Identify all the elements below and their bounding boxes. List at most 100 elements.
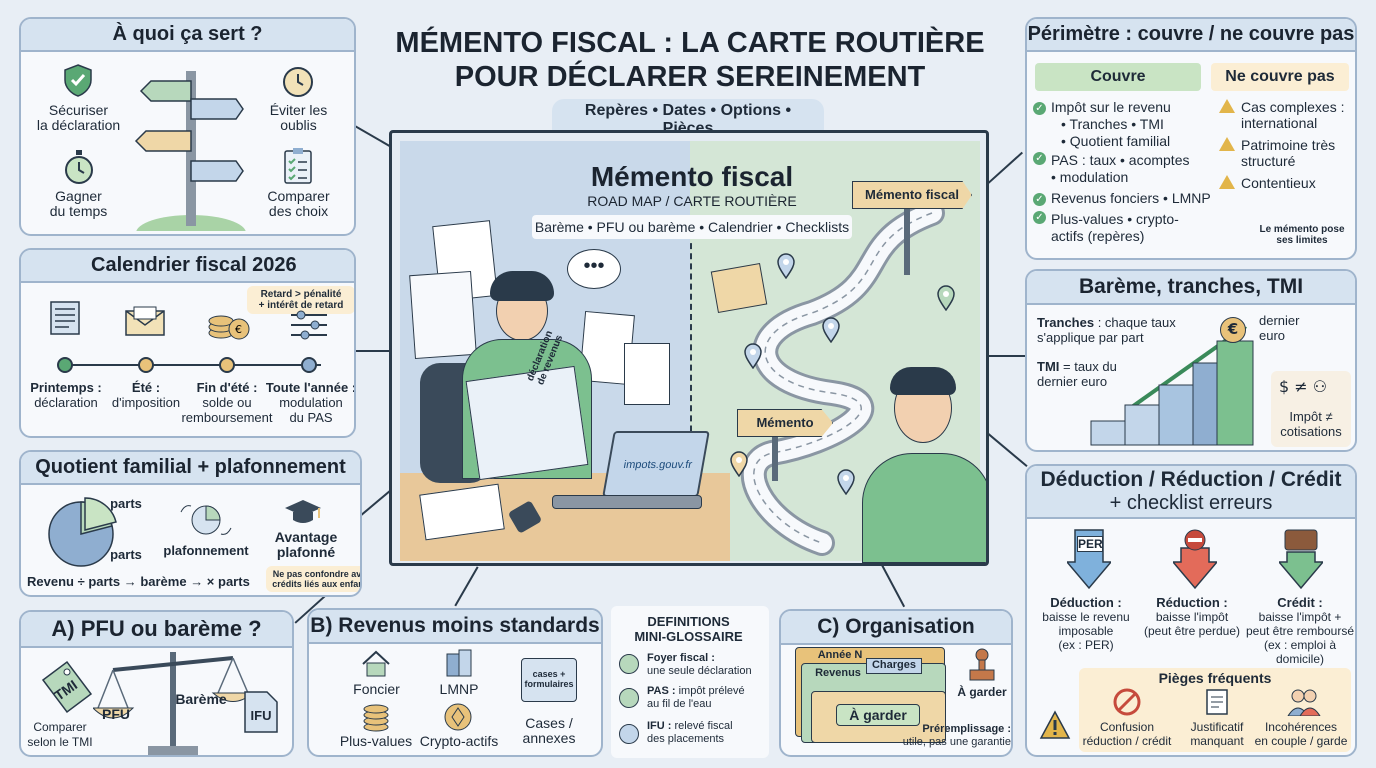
prefill-note: Préremplissage :utile, pas une garantie	[893, 723, 1011, 749]
cover-text: PAS : taux • acomptes • modulation	[1051, 152, 1190, 185]
calendar-step-2: Été :d'imposition	[106, 380, 186, 410]
glossary-icon-2	[619, 688, 639, 708]
revenus-item-foncier: Foncier	[353, 681, 400, 697]
warning-icon	[1219, 175, 1235, 189]
stamp-icon	[969, 648, 995, 681]
laptop-screen: impots.gouv.fr	[602, 431, 710, 497]
bareme-label: Barème	[175, 691, 227, 707]
check-icon: ✓	[1033, 101, 1046, 115]
avantage-label: Avantage plafonné	[274, 529, 338, 560]
glossary-item-3: IFU : relevé fiscal des placements	[647, 720, 769, 746]
booklet: déclaration de revenus	[465, 329, 589, 481]
organisation-panel: C) Organisation Année N Revenus Charges …	[779, 609, 1013, 757]
quotient-note: Ne pas confondre avec crédits liés aux e…	[266, 566, 360, 592]
def: relevé fiscal des placements	[647, 720, 733, 745]
term: PAS :	[647, 685, 676, 697]
compare-label: Comparer selon le TMI	[27, 720, 93, 749]
col-desc: baisse le revenu imposable (ex : PER)	[1042, 610, 1130, 652]
col-title: Déduction :	[1050, 595, 1122, 610]
revenus-panel: B) Revenus moins standards Foncier LMNP …	[307, 608, 603, 757]
glossary-item-1: Foyer fiscal :une seule déclaration	[647, 652, 769, 678]
revenus-item-crypto: Crypto-actifs	[419, 733, 499, 749]
quotient-header: Quotient familial + plafonnement	[21, 452, 360, 485]
purpose-item-1: Sécuriser la déclaration	[36, 102, 121, 133]
map-pin-icon	[822, 317, 840, 343]
calendar-step-1: Printemps :déclaration	[21, 380, 111, 410]
timeline-dot-4	[301, 357, 317, 373]
cover-item: • Tranches • TMI	[1033, 116, 1213, 133]
cover-text: Plus-values • crypto- actifs (repères)	[1051, 211, 1179, 244]
term: Foyer fiscal :	[647, 652, 715, 664]
step-title: Été :	[131, 380, 161, 395]
signpost-icon	[134, 71, 246, 231]
error-item-1: Confusion réduction / crédit	[1082, 720, 1172, 748]
per-label: PER	[1077, 536, 1103, 552]
tmi-desc: = taux du dernier euro	[1037, 359, 1117, 389]
forms-icon: cases + formulaires	[521, 658, 577, 702]
laptop-base	[552, 495, 702, 509]
purpose-item-2: Éviter les oublis	[269, 102, 328, 133]
cycle-pie-icon	[180, 505, 232, 535]
stamp-label: À garder	[957, 685, 1007, 699]
glossary-item-2: PAS : impôt prélevé au fil de l'eau	[647, 685, 769, 711]
sign-post-2	[772, 437, 778, 481]
road-icon	[740, 203, 945, 556]
tmi-bold: TMI	[1037, 359, 1060, 374]
person-hair	[490, 271, 554, 301]
revenus-item-cases: Cases / annexes	[522, 715, 576, 746]
pfu-panel: A) PFU ou barème ? TMI Comparer selon le…	[19, 610, 294, 757]
map-pin-icon	[730, 451, 748, 477]
step-title: Printemps :	[30, 380, 102, 395]
tranches-desc: : chaque taux s'applique par part	[1037, 315, 1176, 345]
pieges-title: Pièges fréquents	[1158, 670, 1272, 686]
title-line-1: MÉMENTO FISCAL : LA CARTE ROUTIÈRE	[395, 27, 985, 59]
coins-icon	[363, 704, 389, 732]
pfu-header: A) PFU ou barème ?	[21, 612, 292, 648]
not-covers-list: Cas complexes : international Patrimoine…	[1219, 99, 1355, 191]
subtitle-pill: Repères • Dates • Options • Pièces	[552, 99, 824, 141]
parts-label-1: parts	[110, 496, 142, 511]
coins-euro-icon: €	[208, 315, 250, 340]
check-icon: ✓	[1033, 152, 1046, 165]
deduction-header: Déduction / Réduction / Crédit + checkli…	[1027, 466, 1355, 519]
bareme-panel: Barème, tranches, TMI Tranches : chaque …	[1025, 269, 1357, 452]
not-cover-text: Patrimoine très structuré	[1241, 137, 1336, 169]
person-right-body	[862, 453, 986, 563]
connector	[984, 151, 1023, 187]
cover-item: ✓Revenus fonciers • LMNP	[1033, 190, 1213, 207]
document-icon	[1206, 689, 1228, 715]
deduction-col-1: Déduction :baisse le revenu imposable (e…	[1031, 595, 1141, 653]
step-desc: modulation du PAS	[279, 395, 343, 425]
sign-post-1	[904, 209, 910, 275]
person-right-hair	[890, 367, 956, 395]
house-icon	[362, 650, 390, 677]
pfu-label: PFU	[102, 706, 130, 722]
speech-bubble-icon: •••	[567, 249, 621, 289]
map-pin-icon	[777, 253, 795, 279]
calendar-late-note: Retard > pénalité + intérêt de retard	[247, 286, 354, 314]
main-title: MÉMENTO FISCAL : LA CARTE ROUTIÈRE POUR …	[380, 26, 1000, 94]
garder-label: À garder	[836, 704, 920, 726]
not-cover-item: Contentieux	[1219, 175, 1355, 191]
glossary-icon-3	[619, 724, 639, 744]
tranches-text: Tranches : chaque taux s'applique par pa…	[1037, 315, 1187, 345]
calendar-header: Calendrier fiscal 2026	[21, 250, 354, 283]
couple-icon	[1287, 689, 1321, 716]
deduction-panel: Déduction / Réduction / Crédit + checkli…	[1025, 464, 1357, 757]
euro-coin-icon: €	[1220, 317, 1246, 343]
bareme-header: Barème, tranches, TMI	[1027, 271, 1355, 305]
plafonnement-label: plafonnement	[163, 543, 249, 558]
timeline-line	[61, 364, 321, 366]
calendar-step-3: Fin d'été :solde ou remboursement	[179, 380, 275, 425]
map-pin-icon	[837, 469, 855, 495]
covers-list: ✓Impôt sur le revenu • Tranches • TMI • …	[1033, 99, 1213, 245]
col-title: Crédit :	[1277, 595, 1323, 610]
shield-check-icon	[64, 64, 92, 97]
error-item-2: Justificatif manquant	[1190, 720, 1244, 748]
cover-item: ✓ PAS : taux • acomptes • modulation	[1033, 152, 1213, 186]
paper-stack	[409, 270, 477, 360]
revenus-item-lmnp: LMNP	[439, 681, 479, 697]
not-cover-item: Patrimoine très structuré	[1219, 137, 1355, 169]
purpose-item-3: Gagner du temps	[49, 188, 108, 219]
prefill-title: Préremplissage :	[922, 723, 1011, 735]
